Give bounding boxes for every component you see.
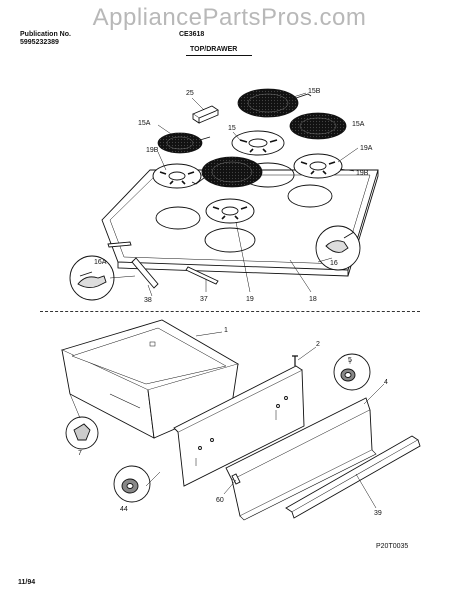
trim-strip-37	[185, 266, 219, 285]
detail-bubble-16	[315, 225, 361, 271]
callout-60: 60	[216, 497, 224, 504]
callout-15b: 15B	[308, 88, 321, 95]
callout-19b-right: 19B	[356, 170, 369, 177]
callout-18: 18	[309, 296, 317, 303]
leader-lines-top	[109, 92, 359, 297]
burner-opening	[155, 206, 201, 230]
trim-strip-38	[131, 257, 159, 289]
cooktop-panel-front-edge	[117, 262, 349, 277]
watermark: AppliancePartsPros.com	[92, 4, 367, 31]
revision-date: 11/94	[18, 579, 36, 586]
screw-2	[292, 355, 298, 366]
callout-19a: 19A	[360, 145, 373, 152]
callout-19b-left: 19B	[146, 147, 159, 154]
leader-lines-drawer	[69, 331, 385, 509]
section-divider	[40, 311, 420, 312]
drawer-panel-2	[173, 365, 305, 487]
drip-pan-19	[205, 198, 255, 224]
drawer-hardware	[65, 353, 371, 503]
trim-strip-38-top	[107, 241, 132, 248]
trim-strips	[107, 241, 219, 289]
clip-7	[65, 416, 99, 450]
callout-15a-left: 15A	[138, 120, 151, 127]
callout-2: 2	[316, 341, 320, 348]
surface-elements	[157, 88, 347, 188]
surface-element-15-large	[191, 156, 263, 188]
drip-pan-15-center	[231, 130, 285, 156]
surface-element-15b	[237, 88, 312, 118]
handle-39	[285, 435, 421, 519]
callout-5: 5	[348, 357, 352, 364]
callout-15a-right: 15A	[352, 121, 365, 128]
publication-label: Publication No.	[20, 31, 71, 38]
drawer-front-4	[225, 397, 377, 521]
drip-pan-19a	[293, 153, 343, 179]
surface-element-15a-left	[157, 132, 211, 154]
callout-16a: 16A	[94, 259, 107, 266]
publication-number: 5995232389	[20, 39, 59, 46]
callout-7: 7	[78, 450, 82, 457]
glide-5	[333, 353, 371, 391]
roller-44	[113, 465, 151, 503]
callout-38: 38	[144, 297, 152, 304]
drip-pans	[152, 130, 343, 224]
drawer-assembly	[60, 319, 421, 521]
model-number: CE3618	[179, 31, 205, 38]
section-title-underline	[186, 55, 252, 56]
detail-bubble-16a	[69, 255, 115, 301]
callout-labels: 25 15B 15A 15A 15 19B 19A 19B 16A 16 38 …	[78, 88, 408, 550]
callout-37: 37	[200, 296, 208, 303]
callout-19: 19	[246, 296, 254, 303]
receptacle-25	[192, 105, 219, 124]
callout-15: 15	[228, 125, 236, 132]
callout-4: 4	[384, 379, 388, 386]
callout-16: 16	[330, 260, 338, 267]
callout-1: 1	[224, 327, 228, 334]
surface-element-15a-right	[289, 112, 347, 140]
burner-opening	[287, 184, 333, 208]
drip-pan-19b-left	[152, 163, 202, 189]
diagram-code: P20T0035	[376, 543, 408, 550]
callout-44: 44	[120, 506, 128, 513]
drawer-body-1	[60, 319, 240, 439]
callout-39: 39	[374, 510, 382, 517]
section-title: TOP/DRAWER	[190, 46, 238, 53]
burner-opening	[204, 227, 256, 253]
callout-25: 25	[186, 90, 194, 97]
